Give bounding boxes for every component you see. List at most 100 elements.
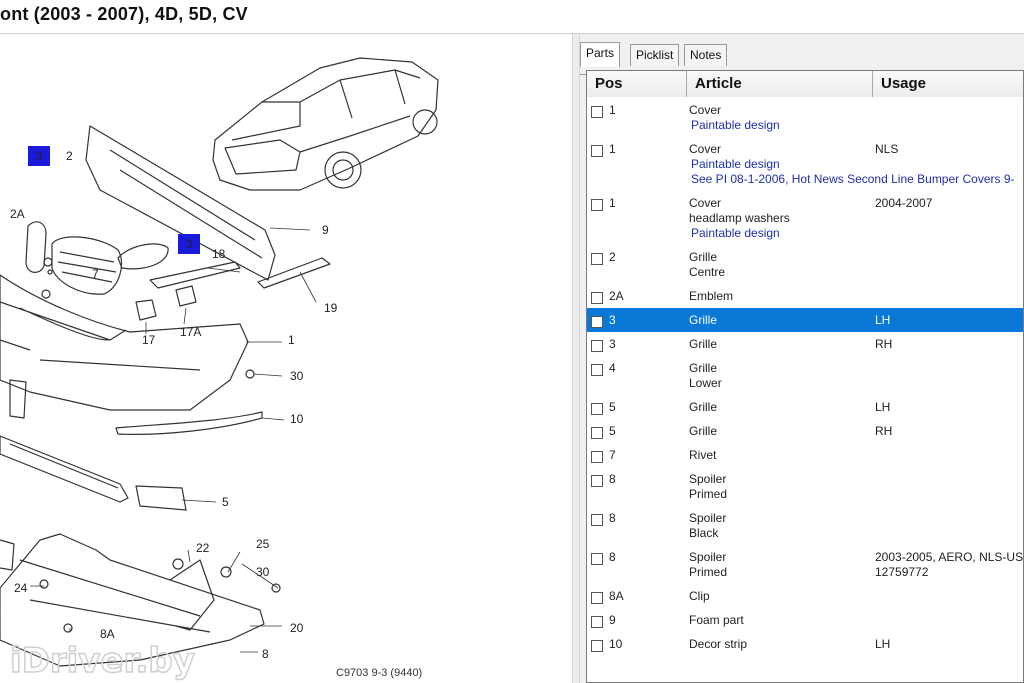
row-checkbox[interactable] xyxy=(591,253,603,265)
row-pos: 8 xyxy=(609,550,616,564)
callout-17[interactable]: 17 xyxy=(142,333,156,347)
callout-7[interactable]: 7 xyxy=(92,267,99,281)
row-pos: 8 xyxy=(609,511,616,525)
callout-3[interactable]: 3 xyxy=(36,149,43,163)
row-checkbox[interactable] xyxy=(591,592,603,604)
callout-10[interactable]: 10 xyxy=(290,412,304,426)
row-pos: 8 xyxy=(609,472,616,486)
callout-8a[interactable]: 8A xyxy=(100,627,115,641)
row-usage: LH xyxy=(875,400,890,415)
callout-box-3-lh[interactable] xyxy=(28,146,50,166)
callout-18[interactable]: 18 xyxy=(212,247,226,261)
table-row[interactable]: 2A Emblem xyxy=(587,284,1023,308)
usage-line: RH xyxy=(875,337,893,351)
callout-2a[interactable]: 2A xyxy=(10,207,25,221)
diagram-code-label: C9703 9-3 (9440) xyxy=(336,667,422,679)
row-usage: LH xyxy=(875,313,890,328)
row-checkbox[interactable] xyxy=(591,145,603,157)
callout-2[interactable]: 2 xyxy=(66,149,73,163)
callout-box-3-rh[interactable] xyxy=(178,234,200,254)
article-note[interactable]: Paintable design xyxy=(691,226,780,240)
row-usage: LH xyxy=(875,637,890,652)
row-checkbox[interactable] xyxy=(591,403,603,415)
row-checkbox[interactable] xyxy=(591,640,603,652)
row-pos: 5 xyxy=(609,424,616,438)
callout-20[interactable]: 20 xyxy=(290,621,304,635)
callout-19[interactable]: 19 xyxy=(324,301,338,315)
row-checkbox[interactable] xyxy=(591,106,603,118)
article-note[interactable]: Paintable design xyxy=(691,118,780,132)
tab-notes[interactable]: Notes xyxy=(684,44,728,66)
callout-3[interactable]: 3 xyxy=(186,237,193,251)
column-header-pos[interactable]: Pos xyxy=(587,71,687,97)
row-pos: 3 xyxy=(609,313,616,327)
callout-24[interactable]: 24 xyxy=(14,581,28,595)
callout-25[interactable]: 25 xyxy=(256,537,270,551)
row-checkbox[interactable] xyxy=(591,340,603,352)
article-line: Cover xyxy=(689,103,722,117)
row-article: Grille xyxy=(689,337,717,352)
row-checkbox[interactable] xyxy=(591,316,603,328)
article-line: Spoiler xyxy=(689,511,727,525)
table-header: Pos Article Usage xyxy=(587,71,1023,97)
article-line: Rivet xyxy=(689,448,717,462)
row-checkbox[interactable] xyxy=(591,364,603,376)
callout-1[interactable]: 1 xyxy=(288,333,295,347)
callout-30[interactable]: 30 xyxy=(256,565,270,579)
row-article: Rivet xyxy=(689,448,716,463)
row-checkbox[interactable] xyxy=(591,616,603,628)
row-usage: NLS xyxy=(875,142,898,157)
row-checkbox[interactable] xyxy=(591,451,603,463)
row-checkbox[interactable] xyxy=(591,199,603,211)
callout-8[interactable]: 8 xyxy=(262,647,269,661)
row-usage: RH xyxy=(875,337,892,352)
row-pos: 2A xyxy=(609,289,624,303)
row-pos: 1 xyxy=(609,142,616,156)
row-pos: 7 xyxy=(609,448,616,462)
row-pos: 2 xyxy=(609,250,616,264)
article-note[interactable]: See PI 08-1-2006, Hot News Second Line B… xyxy=(691,172,1015,186)
article-note[interactable]: Paintable design xyxy=(691,157,780,171)
row-checkbox[interactable] xyxy=(591,427,603,439)
article-line: Grille xyxy=(689,337,718,351)
table-row[interactable]: 3 Grille RH xyxy=(587,332,1023,356)
column-header-article[interactable]: Article xyxy=(687,71,873,97)
row-article: Emblem xyxy=(689,289,733,304)
row-pos: 1 xyxy=(609,103,616,117)
row-checkbox[interactable] xyxy=(591,514,603,526)
row-checkbox[interactable] xyxy=(591,475,603,487)
article-line: Primed xyxy=(689,565,728,579)
table-row[interactable]: 7 Rivet xyxy=(587,443,1023,467)
panel-splitter[interactable] xyxy=(572,34,580,683)
watermark-text: iDriver.by xyxy=(10,641,195,681)
row-checkbox[interactable] xyxy=(591,292,603,304)
parts-diagram[interactable]: 3 2 2A 7 3 18 9 19 17 17A 1 30 10 5 22 25 30 24 20 8A 8 C970… xyxy=(0,40,572,683)
callout-9[interactable]: 9 xyxy=(322,223,329,237)
callout-17a[interactable]: 17A xyxy=(180,325,201,339)
tab-parts[interactable]: Parts xyxy=(580,42,621,67)
diagram-callouts: 3 2 2A 7 3 18 9 19 17 17A 1 30 10 5 22 25 30 24 20 8A 8 xyxy=(10,149,338,661)
callout-30[interactable]: 30 xyxy=(290,369,304,383)
callout-22[interactable]: 22 xyxy=(196,541,210,555)
tab-picklist[interactable]: Picklist xyxy=(630,44,680,66)
row-checkbox[interactable] xyxy=(591,553,603,565)
column-header-usage[interactable]: Usage xyxy=(873,71,1023,97)
row-pos: 3 xyxy=(609,337,616,351)
callout-5[interactable]: 5 xyxy=(222,495,229,509)
